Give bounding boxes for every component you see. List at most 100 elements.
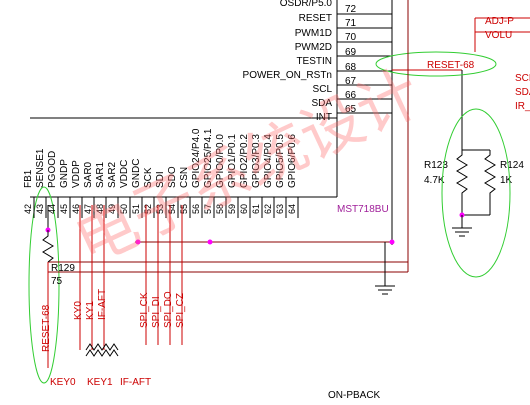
spi-nets: SPI_CK SPI_DI SPI_DO SPI_CZ — [139, 205, 186, 345]
pin-num-68: 68 — [345, 62, 357, 73]
bottom-pin-name: CSN — [179, 167, 190, 188]
bottom-pin-name: GPIO24/P4.0 — [191, 128, 202, 188]
pin-num-72: 72 — [345, 4, 357, 15]
net-label-spi-cz: SPI_CZ — [175, 293, 186, 328]
pin-name-68: TESTIN — [296, 56, 332, 67]
pin-name-int: INT — [316, 112, 332, 123]
r129: R129 75 RESET-68 — [41, 205, 75, 368]
power-rails — [48, 0, 409, 295]
bottom-pin-number: 49 — [107, 204, 117, 214]
pin-name-71: RESET — [299, 13, 332, 24]
bottom-pin-number: 44 — [47, 204, 57, 214]
net-label-if-aft: IF-AFT — [97, 289, 108, 320]
bottom-pin-number: 45 — [59, 204, 69, 214]
junction-dot — [135, 239, 141, 245]
bottom-pin-name: GPIO2/P0.2 — [239, 134, 250, 188]
label-on-pback: ON-PBACK — [328, 390, 381, 400]
pin-num-67: 67 — [345, 76, 357, 87]
bottom-pin-number: 47 — [83, 204, 93, 214]
pin-num-66: 66 — [345, 90, 357, 101]
pin-num-71: 71 — [345, 18, 357, 29]
bottom-pin-name: SAR1 — [95, 161, 106, 188]
bottom-pin-number: 53 — [155, 204, 165, 214]
junction-dot — [389, 239, 395, 245]
net-label-spi-di: SPI_DI — [151, 296, 162, 328]
bottom-pin-name: GPIO6/P0.6 — [287, 134, 298, 188]
r123-ref: R123 — [424, 160, 448, 171]
bottom-pin-name: SDO — [167, 166, 178, 188]
bottom-pin-number: 48 — [95, 204, 105, 214]
highlight-resistors — [441, 108, 511, 278]
r124-ref: R124 — [500, 160, 524, 171]
bottom-pin-number: 60 — [239, 204, 249, 214]
net-label-ky1: KY1 — [85, 301, 96, 320]
r124: R124 1K — [484, 150, 524, 215]
ic-reference-label: MST718BU — [337, 204, 389, 215]
bottom-pin-number: 55 — [179, 204, 189, 214]
pin-name-69: PWM2D — [295, 42, 332, 53]
bottom-pin-number: 63 — [275, 204, 285, 214]
net-label-volu: VOLU — [485, 30, 512, 41]
bottom-pin-number: 50 — [119, 204, 129, 214]
bottom-pin-number: 58 — [215, 204, 225, 214]
net-label-adj: ADJ-P — [485, 16, 514, 27]
reset-net: RESET-68 — [392, 60, 490, 151]
bottom-pin-number: 51 — [131, 204, 141, 214]
net-label-spi-do: SPI_DO — [163, 291, 174, 328]
bottom-pin-name: GPIO25/P4.1 — [203, 128, 214, 188]
r124-value: 1K — [500, 175, 513, 186]
pin-name-66: SCL — [313, 84, 333, 95]
r129-value: 75 — [51, 276, 63, 287]
net-label-sda: SDA — [515, 87, 530, 98]
bottom-labels: KEY0 KEY1 IF-AFT ON-PBACK — [50, 377, 381, 401]
bottom-pin-number: 57 — [203, 204, 213, 214]
bottom-pin-name: VDDC — [119, 160, 130, 188]
bottom-pin-number: 46 — [71, 204, 81, 214]
bottom-pin-name: SCK — [143, 167, 154, 188]
bottom-pin-name: VDDP — [71, 160, 82, 188]
junction-dot — [207, 239, 213, 245]
bottom-pin-name: GPIO3/P0.3 — [251, 134, 262, 188]
bottom-pin-name: SAR2 — [107, 161, 118, 188]
pin-name-67: POWER_ON_RSTn — [243, 70, 332, 81]
pin-num-69: 69 — [345, 47, 357, 58]
bottom-pin-number: 43 — [35, 204, 45, 214]
bottom-pin-number: 59 — [227, 204, 237, 214]
label-key0: KEY0 — [50, 377, 76, 388]
pin-name-65: SDA — [311, 98, 332, 109]
bottom-pin-name: GPIO4/P0.4 — [263, 134, 274, 188]
key-nets: KY0 KY1 IF-AFT — [73, 205, 119, 357]
net-label-scl: SCL — [515, 73, 530, 84]
right-pin-group: OSDR/P5.0 72 RESET 71 PWM1D 70 PWM2D 69 … — [243, 0, 357, 123]
bottom-pin-name: GNDC — [131, 159, 142, 188]
label-if-aft: IF-AFT — [120, 377, 151, 388]
net-label-spi-ck: SPI_CK — [139, 292, 150, 328]
bottom-pin-number: 54 — [167, 204, 177, 214]
pin-name-70: PWM1D — [295, 28, 332, 39]
net-label-ir: IR_ — [515, 101, 530, 112]
net-label-reset-68-vertical: RESET-68 — [41, 304, 52, 352]
bottom-pin-number: 42 — [23, 204, 33, 214]
pin-name-72: OSDR/P5.0 — [280, 0, 333, 9]
pin-num-70: 70 — [345, 32, 357, 43]
net-label-ky0: KY0 — [73, 301, 84, 320]
bottom-pin-number: 52 — [143, 204, 153, 214]
bottom-pin-number: 56 — [191, 204, 201, 214]
pin-num-65: 65 — [345, 104, 357, 115]
r129-ref: R129 — [51, 263, 75, 274]
r123-value: 4.7K — [424, 175, 445, 186]
highlight-pgood — [28, 186, 60, 384]
label-key1: KEY1 — [87, 377, 113, 388]
bottom-pin-number: 61 — [251, 204, 261, 214]
highlight-reset-label — [375, 51, 497, 77]
bottom-pin-number: 64 — [287, 204, 297, 214]
bottom-pin-name: GNDP — [59, 159, 70, 188]
bottom-pin-name: GPIO0/P0.0 — [215, 134, 226, 188]
right-net-labels: ADJ-P VOLU SCL SDA IR_ — [474, 16, 530, 112]
bottom-pin-name: FB1 — [23, 169, 34, 188]
bottom-pin-name: GPIO1/P0.1 — [227, 134, 238, 188]
right-pin-lines — [337, 13, 392, 114]
bottom-pin-name: GPIO5/P0.5 — [275, 134, 286, 188]
